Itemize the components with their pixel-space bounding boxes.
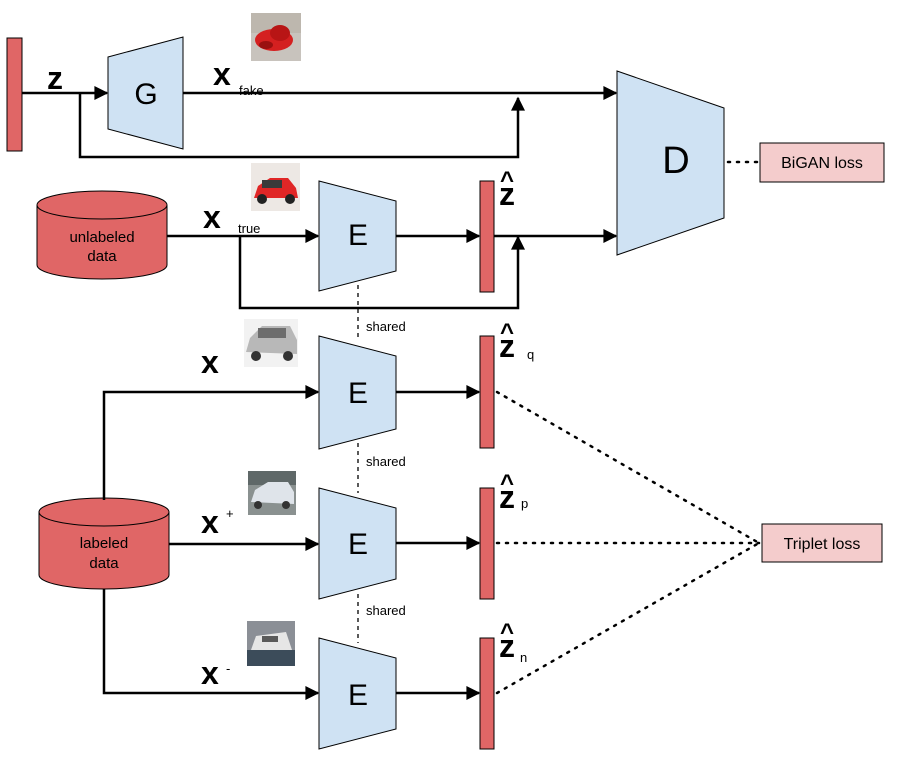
discriminator-block — [616, 70, 725, 256]
unlabeled-data-label-line1: unlabeled — [69, 229, 134, 246]
z-label: z — [47, 60, 63, 96]
x-fake-subscript: fake — [239, 83, 264, 98]
z-noise-vector — [6, 37, 23, 152]
encoder-label-negative: E — [348, 679, 368, 712]
thumbnail-positive-car — [248, 471, 296, 515]
shared-label-2: shared — [366, 454, 406, 469]
z-hat-p-vector — [479, 487, 495, 600]
x-true-label: x — [203, 199, 221, 235]
z-hat-n-hat: ^ — [500, 619, 514, 646]
bigan-loss-box — [759, 142, 885, 183]
x-positive-label: x — [201, 504, 219, 540]
z-hat-q-subscript: q — [527, 347, 534, 362]
shared-label-1: shared — [366, 319, 406, 334]
unlabeled-data-database — [36, 190, 168, 280]
z-hat-q-label: z — [499, 328, 515, 364]
x-anchor-label: x — [201, 344, 219, 380]
thumbnail-anchor-car — [244, 319, 298, 367]
bigan-loss-label: BiGAN loss — [781, 155, 863, 172]
x-fake-label: x — [213, 56, 231, 92]
encoder-block-anchor — [318, 335, 397, 450]
encoder-block-unlabeled — [318, 180, 397, 292]
dotted-z-hat-n-to-triplet-loss — [495, 541, 761, 695]
encoder-label-unlabeled: E — [348, 219, 368, 252]
arrow-labeled-to-anchor-encoder — [102, 385, 320, 500]
dotted-z-hat-q-to-triplet-loss — [495, 390, 761, 545]
triplet-loss-label: Triplet loss — [784, 536, 861, 553]
thumbnail-fake-car — [251, 13, 301, 61]
discriminator-label: D — [662, 140, 689, 182]
thumbnail-real-car — [251, 163, 300, 211]
labeled-data-database — [38, 497, 170, 590]
z-hat-n-vector — [479, 637, 495, 750]
unlabeled-data-label-line2: data — [87, 248, 117, 265]
x-true-subscript: true — [238, 221, 260, 236]
x-negative-label: x — [201, 655, 219, 691]
x-negative-superscript: - — [226, 661, 230, 676]
z-hat-p-label: z — [499, 479, 515, 515]
z-hat-q-vector — [479, 335, 495, 449]
thumbnail-negative-boat — [247, 621, 295, 666]
x-positive-superscript: + — [226, 506, 234, 521]
arrow-x-true-bypass — [238, 235, 525, 310]
z-hat-n-subscript: n — [520, 650, 527, 665]
encoder-label-positive: E — [348, 528, 368, 561]
z-hat-n-label: z — [499, 628, 515, 664]
z-hat-vector — [479, 180, 495, 293]
z-hat-p-subscript: p — [521, 496, 528, 511]
triplet-loss-box — [761, 523, 883, 563]
labeled-data-label-line2: data — [89, 555, 119, 572]
z-hat-hat: ^ — [500, 167, 514, 194]
encoder-label-anchor: E — [348, 377, 368, 410]
generator-block — [107, 36, 184, 150]
arrow-labeled-to-negative-encoder — [102, 589, 320, 700]
shared-label-3: shared — [366, 603, 406, 618]
arrow-z-bypass — [78, 93, 525, 159]
encoder-block-negative — [318, 637, 397, 750]
z-hat-p-hat: ^ — [500, 470, 514, 497]
encoder-block-positive — [318, 487, 397, 600]
generator-label: G — [134, 78, 157, 111]
z-hat-q-hat: ^ — [500, 319, 514, 346]
z-hat-label: z — [499, 176, 515, 212]
labeled-data-label-line1: labeled — [80, 535, 128, 552]
